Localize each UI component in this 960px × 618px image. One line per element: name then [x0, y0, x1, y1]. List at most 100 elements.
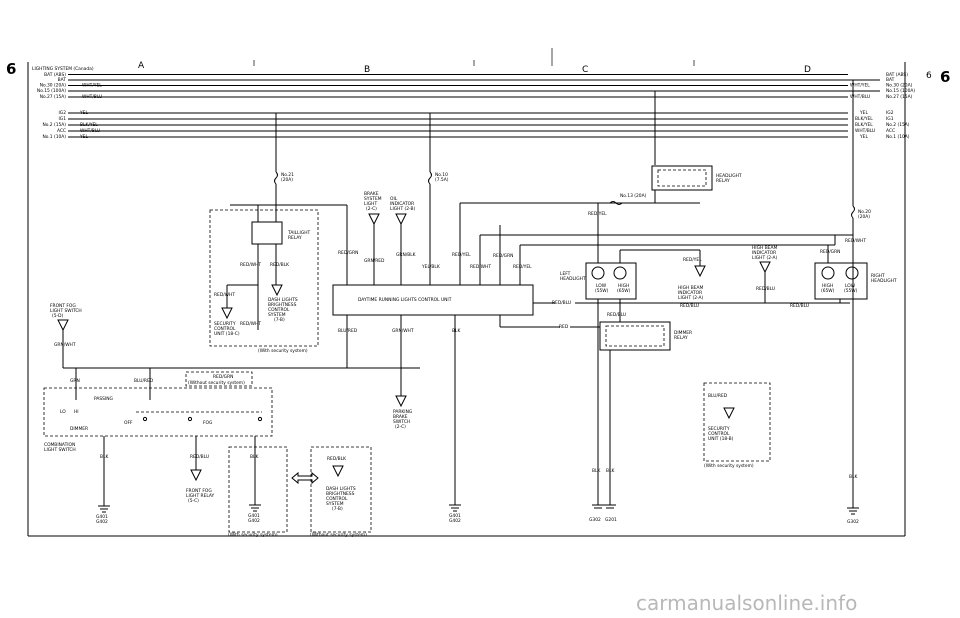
svg-text:RIGHT: RIGHT	[871, 273, 885, 279]
svg-text:BRIGHTNESS: BRIGHTNESS	[268, 302, 297, 308]
svg-text:RED/YEL: RED/YEL	[588, 211, 607, 217]
ground-g401-g402-left: G401 G402	[96, 505, 110, 525]
svg-text:SYSTEM: SYSTEM	[268, 312, 286, 318]
svg-text:IG1: IG1	[886, 116, 894, 122]
svg-text:RED/YEL: RED/YEL	[683, 257, 702, 263]
svg-text:SYSTEM: SYSTEM	[364, 196, 382, 202]
svg-text:No.1 (10A): No.1 (10A)	[43, 134, 67, 140]
svg-text:WHT/YEL: WHT/YEL	[850, 83, 870, 89]
svg-text:CONTROL: CONTROL	[708, 431, 730, 437]
svg-text:DIMMER: DIMMER	[70, 426, 88, 432]
svg-text:OIL: OIL	[390, 196, 398, 202]
svg-text:IG2: IG2	[59, 110, 67, 116]
svg-text:BRAKE: BRAKE	[364, 191, 379, 197]
svg-text:HIGH: HIGH	[618, 283, 629, 289]
svg-text:HI: HI	[74, 409, 79, 415]
svg-text:HEADLIGHT: HEADLIGHT	[560, 276, 586, 282]
svg-text:RED/WHT: RED/WHT	[845, 238, 866, 244]
svg-text:G401: G401	[449, 513, 461, 519]
ground-g401-g402-center: G401 G402	[449, 504, 461, 524]
svg-text:RED/BLU: RED/BLU	[607, 312, 626, 318]
svg-text:PARKING: PARKING	[393, 409, 413, 415]
svg-text:(20A): (20A)	[281, 177, 293, 183]
svg-text:No.30 (20A): No.30 (20A)	[40, 83, 67, 89]
left-headlight: LEFT HEADLIGHT LOW (55W) HIGH (65W) RED/…	[560, 203, 700, 505]
svg-text:LO: LO	[60, 409, 66, 415]
svg-text:RED/WHT: RED/WHT	[240, 262, 261, 268]
svg-text:YEL: YEL	[859, 110, 868, 116]
svg-text:DASH LIGHTS: DASH LIGHTS	[326, 486, 356, 492]
svg-text:RED/BLU: RED/BLU	[552, 300, 571, 306]
svg-text:No.30 (20A): No.30 (20A)	[886, 83, 913, 89]
svg-text:BLK/YEL: BLK/YEL	[855, 116, 873, 122]
svg-text:INDICATOR: INDICATOR	[390, 201, 414, 207]
svg-text:(With security system): (With security system)	[258, 348, 308, 354]
svg-text:(5-C): (5-C)	[188, 498, 199, 504]
svg-text:SWITCH: SWITCH	[393, 419, 410, 425]
svg-text:PASSING: PASSING	[94, 396, 114, 402]
svg-text:BLU/RED: BLU/RED	[708, 393, 728, 399]
svg-text:BLK: BLK	[250, 454, 258, 460]
svg-text:BLU/RED: BLU/RED	[134, 378, 154, 384]
ground-g401-g402-mid: G401 G402	[248, 504, 261, 524]
svg-text:(7-B): (7-B)	[274, 317, 285, 323]
security-lower: BLU/RED SECURITY CONTROL UNIT (18-B) (Wi…	[703, 382, 771, 469]
svg-text:RED/GRN: RED/GRN	[213, 374, 233, 380]
svg-text:(Without security system): (Without security system)	[188, 380, 245, 386]
ground-g302-right: BLK G302	[847, 474, 859, 525]
svg-text:(5-D): (5-D)	[52, 313, 63, 319]
svg-text:LOW: LOW	[845, 283, 856, 289]
svg-text:BLU/RED: BLU/RED	[338, 328, 358, 334]
column-c: C	[582, 65, 588, 75]
svg-text:(7-B): (7-B)	[332, 506, 343, 512]
svg-text:ACC: ACC	[886, 128, 895, 134]
svg-text:G401: G401	[96, 514, 108, 520]
svg-text:IG1: IG1	[59, 116, 67, 122]
svg-text:RED/BLK: RED/BLK	[327, 456, 346, 462]
frame	[27, 48, 906, 537]
svg-text:RED/WHT: RED/WHT	[470, 264, 491, 270]
page-number-right-small: 6	[926, 71, 932, 81]
column-a: A	[138, 61, 145, 71]
svg-text:DIMMER: DIMMER	[674, 330, 692, 336]
security-alt-boxes: (With security system) (Without security…	[228, 446, 372, 538]
svg-text:COMBINATION: COMBINATION	[44, 442, 75, 448]
taillight-relay: TAILLIGHT RELAY RED/WHT RED/BLK	[209, 205, 319, 347]
svg-text:LIGHT (2-A): LIGHT (2-A)	[678, 295, 704, 301]
high-beam-indicator-top: HIGH BEAM INDICATOR LIGHT (2-A) RED/BLU …	[520, 238, 866, 303]
svg-text:CONTROL: CONTROL	[214, 326, 236, 332]
svg-text:FRONT FOG: FRONT FOG	[186, 488, 212, 494]
oil-indicator-light: OIL INDICATOR LIGHT (2-B) GRN/BLK	[390, 196, 416, 285]
svg-text:BAT: BAT	[58, 77, 67, 83]
svg-text:BLK: BLK	[592, 468, 600, 474]
watermark: carmanualsonline.info	[636, 591, 857, 615]
svg-text:RED/YEL: RED/YEL	[452, 252, 471, 258]
svg-text:RELAY: RELAY	[674, 335, 688, 341]
svg-text:CONTROL: CONTROL	[268, 307, 290, 313]
svg-text:G201: G201	[605, 517, 617, 523]
svg-text:YEL: YEL	[859, 134, 868, 140]
svg-text:HIGH BEAM: HIGH BEAM	[678, 285, 703, 291]
fuse-13: No.13 (20A)	[609, 91, 656, 205]
svg-text:BLK: BLK	[849, 474, 857, 480]
svg-text:BLK/YEL: BLK/YEL	[855, 122, 873, 128]
drl-control-unit: DAYTIME RUNNING LIGHTS CONTROL UNIT RED/…	[230, 196, 600, 505]
svg-text:LIGHT RELAY: LIGHT RELAY	[186, 493, 215, 499]
svg-text:TAILLIGHT: TAILLIGHT	[287, 230, 311, 236]
svg-text:RED/WHT: RED/WHT	[214, 292, 235, 298]
svg-text:No.13 (20A): No.13 (20A)	[620, 193, 647, 199]
parking-brake-switch: PARKING BRAKE SWITCH (2-C)	[393, 395, 413, 430]
svg-text:No.2 (15A): No.2 (15A)	[43, 122, 67, 128]
svg-text:(65W): (65W)	[821, 288, 835, 294]
svg-text:(20A): (20A)	[858, 214, 870, 220]
page-number-right: 6	[940, 68, 950, 86]
fuse-21: No.21 (20A)	[274, 113, 294, 205]
svg-text:HIGH: HIGH	[822, 283, 833, 289]
svg-text:RELAY: RELAY	[716, 178, 730, 184]
front-fog-switch: FRONT FOG LIGHT SWITCH (5-D) GRN/WHT	[50, 303, 420, 369]
svg-text:OFF: OFF	[124, 420, 133, 426]
svg-text:RELAY: RELAY	[288, 235, 302, 241]
svg-text:LIGHT SWITCH: LIGHT SWITCH	[50, 308, 82, 314]
svg-text:(7.5A): (7.5A)	[435, 177, 449, 183]
svg-text:IG2: IG2	[886, 110, 894, 116]
